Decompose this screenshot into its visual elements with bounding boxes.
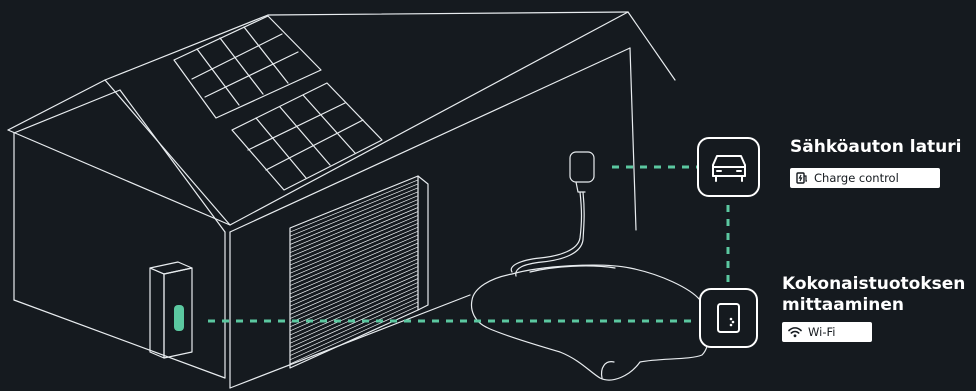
charge-control-label: Charge control <box>814 168 899 188</box>
charger-icon <box>796 172 808 184</box>
charger-node[interactable] <box>698 138 759 196</box>
meter-node[interactable] <box>700 289 757 347</box>
wifi-tag: Wi-Fi <box>782 322 872 342</box>
wall-charger <box>511 152 594 276</box>
inverter-box <box>150 262 192 358</box>
meter-title-line1: Kokonaistuotoksen <box>782 274 965 295</box>
charge-control-tag: Charge control <box>790 168 940 188</box>
car-outline <box>472 265 709 380</box>
house-outline <box>8 12 675 388</box>
solar-panel-upper <box>174 16 321 118</box>
inverter-status-light <box>174 305 184 331</box>
wifi-icon <box>788 326 802 338</box>
connection-lines <box>208 167 728 321</box>
charger-title: Sähköauton laturi <box>790 137 962 158</box>
solar-panel-lower <box>232 83 382 190</box>
wifi-label: Wi-Fi <box>808 322 835 342</box>
meter-title-line2: mittaaminen <box>782 295 904 316</box>
garage-door <box>290 176 428 368</box>
